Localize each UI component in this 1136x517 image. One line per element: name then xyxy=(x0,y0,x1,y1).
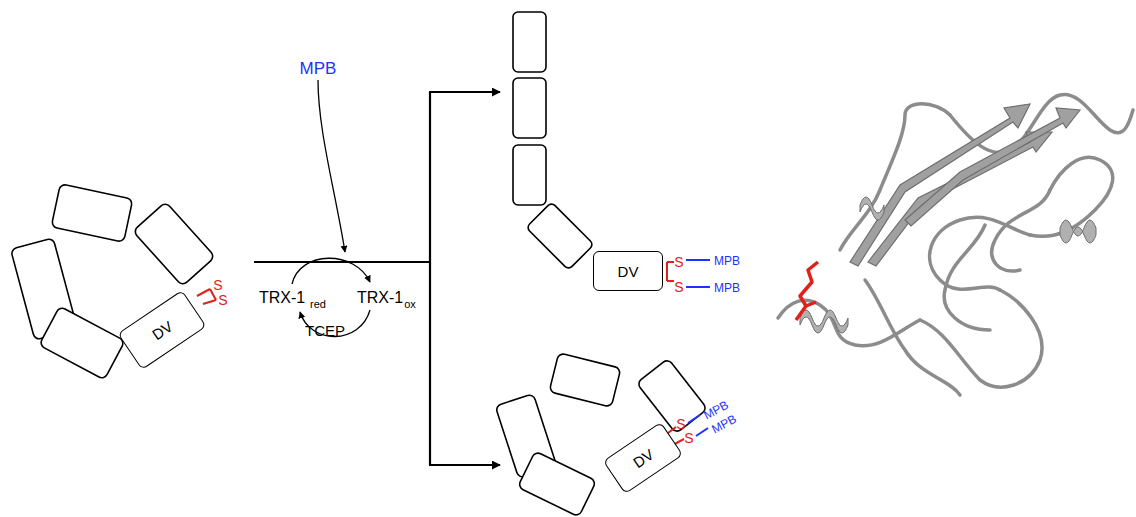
domain-box xyxy=(637,358,708,433)
enzyme-label: TRX-1 xyxy=(357,290,403,306)
domain-box: DV xyxy=(603,422,683,494)
domain-label: DV xyxy=(630,445,657,471)
reductant-label: TCEP xyxy=(305,323,345,338)
domain-box xyxy=(549,353,621,407)
domain-box xyxy=(513,145,546,205)
domain-label: DV xyxy=(618,263,639,280)
sulfur-atom: S xyxy=(674,255,683,269)
sulfur-atom: S xyxy=(676,417,685,431)
domain-box xyxy=(39,306,125,380)
domain-box xyxy=(133,202,215,286)
sulfur-atom: S xyxy=(213,278,222,292)
domain-box xyxy=(518,451,597,517)
domain-label: DV xyxy=(149,317,176,343)
domain-box: DV xyxy=(593,251,663,291)
domain-box xyxy=(513,12,546,72)
domain-box xyxy=(51,184,133,242)
domain-boxes xyxy=(11,12,708,517)
helices xyxy=(800,197,1096,333)
domain-box: DV xyxy=(117,290,206,370)
sulfur-atom: S xyxy=(674,280,683,294)
reagent-label: MPB xyxy=(714,282,740,294)
reagent-label: MPB xyxy=(300,60,337,77)
sulfur-atom: S xyxy=(684,431,693,445)
sulfur-atom: S xyxy=(218,293,227,307)
enzyme-label: TRX-1 xyxy=(259,290,305,306)
redox-subscript: ox xyxy=(404,299,416,310)
disulfide-sticks xyxy=(796,262,818,320)
protein-structure xyxy=(778,94,1133,395)
reaction-arrows xyxy=(254,80,500,465)
beta-strands xyxy=(850,104,1080,266)
redox-subscript: red xyxy=(310,299,326,310)
domain-box xyxy=(526,202,594,270)
domain-box xyxy=(513,78,546,138)
reagent-label: MPB xyxy=(714,255,740,267)
